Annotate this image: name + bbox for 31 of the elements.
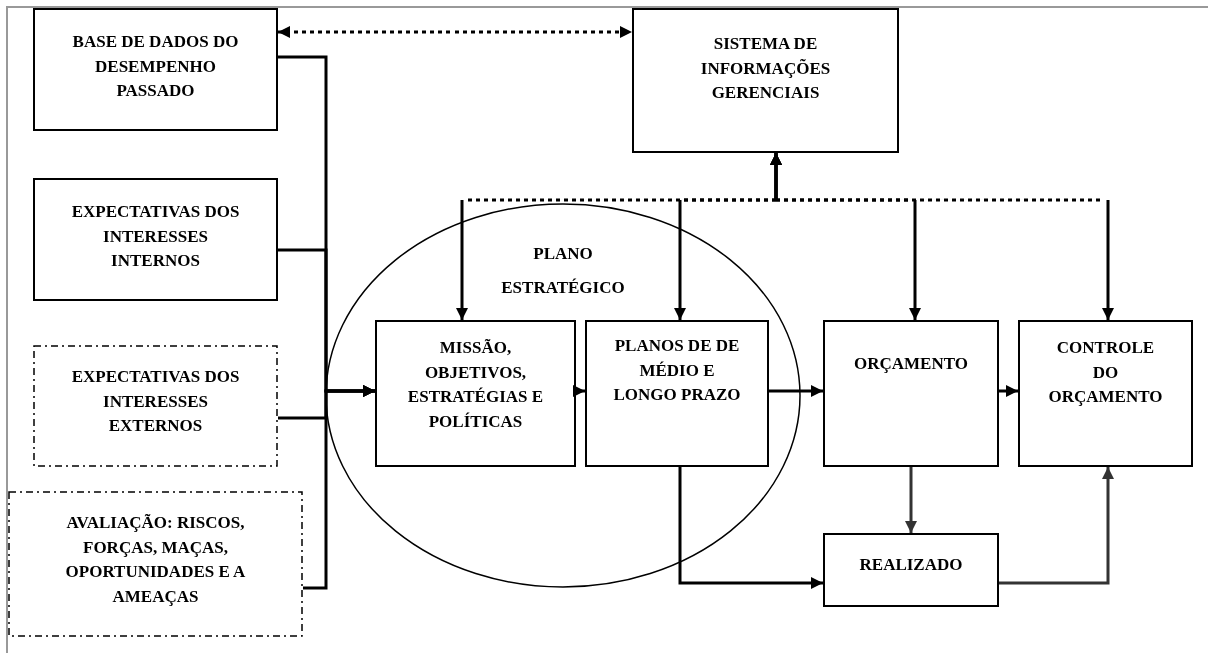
arrow	[905, 467, 917, 533]
node-label: CONTROLE DO ORÇAMENTO	[1047, 337, 1164, 409]
arrow	[769, 385, 823, 397]
node-label: SISTEMA DE INFORMAÇÕES GERENCIAIS	[699, 33, 832, 105]
process-box	[823, 533, 999, 607]
node-label: ORÇAMENTO	[853, 353, 969, 375]
process-box	[1018, 320, 1193, 467]
process-box	[33, 178, 278, 301]
plan-ellipse	[325, 203, 801, 588]
dashed-process-box	[33, 345, 278, 467]
arrow	[999, 467, 1114, 585]
node-label: BASE DE DADOS DO DESEMPENHO PASSADO	[71, 31, 240, 103]
node-label: EXPECTATIVAS DOS INTERESSES EXTERNOS	[70, 366, 241, 438]
node-label: MISSÃO, OBJETIVOS, ESTRATÉGIAS E POLÍTICAS	[406, 337, 545, 433]
arrow	[678, 467, 823, 589]
process-box	[823, 320, 999, 467]
node-label: AVALIAÇÃO: RISCOS, FORÇAS, MAÇAS, OPORTUNIDADES E A AMEAÇAS	[64, 512, 247, 608]
process-box	[585, 320, 769, 467]
process-box	[33, 8, 278, 131]
node-label: REALIZADO	[858, 554, 964, 576]
arrow	[770, 153, 1114, 320]
node-label: PLANO ESTRATÉGICO	[500, 243, 626, 299]
arrow	[573, 385, 585, 397]
process-box	[632, 8, 899, 153]
node-label: PLANOS DE DE MÉDIO E LONGO PRAZO	[612, 335, 742, 407]
node-label: EXPECTATIVAS DOS INTERESSES INTERNOS	[70, 201, 241, 273]
process-box	[375, 320, 576, 467]
arrow	[278, 26, 632, 38]
dashed-process-box	[8, 491, 303, 637]
arrow	[303, 385, 375, 590]
arrow	[999, 385, 1018, 397]
